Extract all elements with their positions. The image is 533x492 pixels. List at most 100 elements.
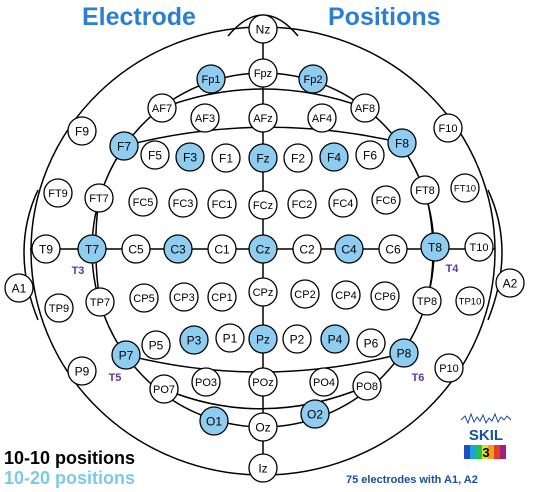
electrode-circle-p5 <box>141 330 171 360</box>
electrode-circle-po7 <box>149 374 179 404</box>
electrode-circle-a1 <box>4 273 34 303</box>
electrode-f8: F8 <box>387 128 417 158</box>
electrode-circle-c6 <box>378 234 408 264</box>
electrode-label-t8: T8 <box>428 240 442 254</box>
electrode-label-f4: F4 <box>327 150 341 164</box>
electrode-fc4: FC4 <box>328 188 358 218</box>
electrode-label-fc5: FC5 <box>133 197 154 209</box>
electrode-label-o2: O2 <box>307 407 323 421</box>
electrode-t10: T10 <box>464 232 494 262</box>
electrode-ft10: FT10 <box>450 173 480 203</box>
electrode-circle-f2 <box>283 143 313 173</box>
electrode-circle-cp2 <box>290 279 320 309</box>
electrode-tp8: TP8 <box>412 286 442 316</box>
electrode-label-c2: C2 <box>299 242 315 256</box>
electrode-p7: P7 <box>111 340 141 370</box>
electrode-cp5: CP5 <box>129 283 159 313</box>
electrode-circle-p1 <box>215 323 245 353</box>
electrode-cpz: CPz <box>248 277 278 307</box>
electrode-circle-afz <box>248 103 278 133</box>
electrode-cp2: CP2 <box>290 279 320 309</box>
electrode-af4: AF4 <box>307 103 337 133</box>
electrode-label-f10: F10 <box>439 123 458 135</box>
electrode-poz: POz <box>248 367 278 397</box>
electrode-circle-p7 <box>111 340 141 370</box>
electrode-label-fc1: FC1 <box>212 199 233 211</box>
electrode-label-f9: F9 <box>75 124 89 138</box>
electrode-label-fc3: FC3 <box>173 198 194 210</box>
electrode-po3: PO3 <box>191 367 221 397</box>
electrode-label-po3: PO3 <box>195 377 217 389</box>
electrode-label-ft9: FT9 <box>48 188 68 200</box>
electrode-label-fc4: FC4 <box>333 198 354 210</box>
electrode-circle-c4 <box>334 234 364 264</box>
electrode-label-cp4: CP4 <box>335 290 356 302</box>
electrode-ft8: FT8 <box>410 175 440 205</box>
electrode-label-p5: P5 <box>149 338 164 352</box>
electrode-circle-t9 <box>31 234 61 264</box>
electrode-circle-pz <box>248 324 278 354</box>
electrode-label-pz: Pz <box>256 332 270 346</box>
legend-10-10: 10-10 positions <box>4 448 136 468</box>
electrode-t9: T9 <box>31 234 61 264</box>
electrode-circle-iz <box>248 453 278 483</box>
electrode-circle-f5 <box>140 140 170 170</box>
electrode-label-o1: O1 <box>206 414 222 428</box>
electrode-cp6: CP6 <box>370 281 400 311</box>
electrode-label-fpz: Fpz <box>254 68 272 80</box>
electrode-label-f7: F7 <box>117 139 131 153</box>
electrode-pz: Pz <box>248 324 278 354</box>
electrode-label-cz: Cz <box>256 242 271 256</box>
electrode-a1: A1 <box>4 273 34 303</box>
electrode-circle-po8 <box>352 371 382 401</box>
electrode-label-c5: C5 <box>128 242 144 256</box>
electrode-fc3: FC3 <box>168 188 198 218</box>
electrode-label-t10: T10 <box>470 242 489 254</box>
electrode-circle-cpz <box>248 277 278 307</box>
electrode-circle-tp9 <box>44 293 74 323</box>
electrode-p4: P4 <box>320 324 350 354</box>
electrode-fp1: Fp1 <box>196 64 226 94</box>
electrode-circle-fp1 <box>196 64 226 94</box>
left-ear <box>23 189 39 321</box>
electrode-label-cp5: CP5 <box>133 293 154 305</box>
electrode-p8: P8 <box>389 338 419 368</box>
electrode-circle-p9 <box>67 356 97 386</box>
electrode-a2: A2 <box>495 268 525 298</box>
electrode-label-a2: A2 <box>503 276 518 290</box>
electrode-iz: Iz <box>248 453 278 483</box>
electrode-label-tp8: TP8 <box>417 296 437 308</box>
electrode-circle-c1 <box>207 234 237 264</box>
electrode-label-poz: POz <box>252 377 273 389</box>
electrode-tp10: TP10 <box>455 286 485 316</box>
electrode-c2: C2 <box>292 234 322 264</box>
electrode-p3: P3 <box>179 325 209 355</box>
electrode-p10: P10 <box>434 353 464 383</box>
electrode-label-p4: P4 <box>328 332 343 346</box>
electrode-label-tp10: TP10 <box>459 296 482 307</box>
electrode-circle-c3 <box>163 234 193 264</box>
electrode-circle-f8 <box>387 128 417 158</box>
electrode-circle-p6 <box>356 328 386 358</box>
logo-number: 3 <box>482 445 489 460</box>
electrode-circle-cp1 <box>207 282 237 312</box>
electrode-circle-f4 <box>319 142 349 172</box>
electrode-label-fc6: FC6 <box>376 195 397 207</box>
electrode-circle-tp10 <box>455 286 485 316</box>
electrode-label-po7: PO7 <box>153 384 175 396</box>
logo-text: SKIL <box>469 427 503 444</box>
electrode-circle-oz <box>248 412 278 442</box>
electrode-label-f5: F5 <box>148 148 162 162</box>
electrode-label-p9: P9 <box>75 364 90 378</box>
electrode-circle-af8 <box>350 93 380 123</box>
electrode-circle-ft8 <box>410 175 440 205</box>
electrode-ft9: FT9 <box>43 178 73 208</box>
electrode-oz: Oz <box>248 412 278 442</box>
electrode-label-tp9: TP9 <box>49 303 69 315</box>
electrode-fcz: FCz <box>248 190 278 220</box>
electrode-t8: T8 <box>420 232 450 262</box>
electrode-circle-a2 <box>495 268 525 298</box>
electrode-c5: C5 <box>121 234 151 264</box>
alt-label-t5: T5 <box>109 372 122 384</box>
